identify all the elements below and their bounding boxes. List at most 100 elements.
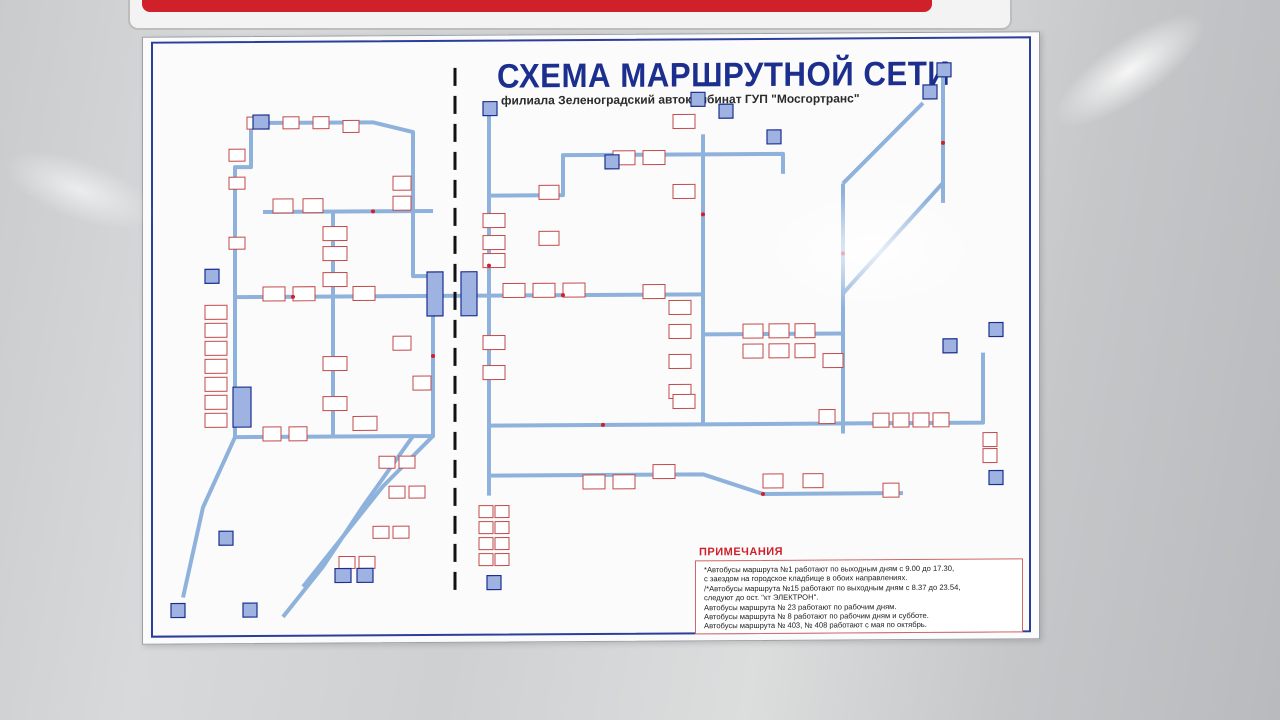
stop-box <box>412 375 432 391</box>
light-glare <box>0 134 166 246</box>
terminal-stop <box>242 602 258 618</box>
stop-box <box>358 555 376 569</box>
stop-box <box>932 412 950 428</box>
route-network-diagram <box>170 62 1004 619</box>
stop-box <box>982 448 998 464</box>
stop-box <box>372 525 390 539</box>
stop-box <box>494 504 510 519</box>
terminal-stop <box>690 91 706 107</box>
terminal-stop <box>936 62 952 78</box>
stop-box <box>482 365 506 381</box>
stop-box <box>282 116 300 130</box>
stop-box <box>312 116 330 130</box>
stop-box <box>204 394 228 410</box>
route-line-north-branch <box>703 151 785 174</box>
stop-box <box>768 323 790 339</box>
route-line-southwest-2 <box>281 434 415 619</box>
terminal-stop <box>988 469 1004 486</box>
stop-box <box>342 119 360 134</box>
stop-box <box>802 473 824 489</box>
direction-marker <box>601 422 605 427</box>
notes-box: *Автобусы маршрута №1 работают по выходн… <box>695 558 1023 635</box>
direction-marker <box>371 209 375 214</box>
stop-box <box>204 340 228 356</box>
terminal-stop <box>486 574 502 591</box>
stop-box <box>482 335 506 351</box>
route-line-southwest <box>301 275 435 588</box>
stop-box <box>272 198 294 214</box>
route-line-northeast-diagonal-2 <box>841 181 945 295</box>
route-line-north-east <box>489 152 703 198</box>
stop-box <box>482 213 506 229</box>
route-line-south-avenue <box>489 421 903 428</box>
terminal-stop <box>356 567 374 584</box>
direction-marker <box>841 251 845 256</box>
direction-marker <box>431 353 435 358</box>
stop-box <box>478 521 494 535</box>
note-line: с заездом на городское кладбище в обоих … <box>704 573 908 584</box>
red-sign-band <box>142 0 932 12</box>
direction-marker <box>291 294 295 299</box>
route-line-east-branch <box>903 352 985 426</box>
terminal-stop <box>988 321 1004 338</box>
stop-box <box>502 282 526 299</box>
stop-box <box>408 485 426 499</box>
stop-box <box>882 482 900 498</box>
terminal-stop <box>218 530 234 546</box>
stop-box <box>478 537 494 551</box>
stop-box <box>642 284 666 300</box>
stop-box <box>668 299 692 316</box>
terminal-stop <box>426 271 444 317</box>
stop-box <box>204 304 228 320</box>
terminal-stop <box>460 271 478 317</box>
stop-box <box>228 176 246 190</box>
direction-marker <box>487 263 491 268</box>
route-line-south-lower <box>489 472 903 496</box>
stop-box <box>538 184 560 200</box>
route-line-northeast-diagonal <box>841 101 925 185</box>
terminal-stop <box>766 129 782 145</box>
stop-box <box>762 473 784 489</box>
terminal-stop <box>232 386 252 428</box>
stop-box <box>612 474 636 490</box>
terminal-stop <box>604 154 620 170</box>
note-line: следуют до ост. "кт ЭЛЕКТРОН". <box>704 592 819 603</box>
stop-box <box>642 150 666 166</box>
stop-box <box>478 505 494 519</box>
stop-box <box>322 395 348 412</box>
stop-box <box>794 343 816 359</box>
stop-box <box>652 463 676 480</box>
stop-box <box>892 412 910 428</box>
top-red-sign <box>128 0 1012 30</box>
stop-box <box>494 536 510 551</box>
stop-box <box>872 412 890 428</box>
stop-box <box>204 358 228 374</box>
stop-box <box>672 393 696 410</box>
stop-box <box>482 235 506 251</box>
stop-box <box>532 282 556 298</box>
stop-box <box>818 409 836 425</box>
stop-box <box>494 552 510 567</box>
stop-box <box>262 426 282 442</box>
stop-box <box>292 286 316 302</box>
notes-heading: ПРИМЕЧАНИЯ <box>699 545 784 559</box>
stop-box <box>322 271 348 288</box>
terminal-stop <box>942 338 958 354</box>
direction-marker <box>941 140 945 145</box>
stop-box <box>392 335 412 351</box>
stop-box <box>912 412 930 428</box>
stop-box <box>204 376 228 392</box>
terminal-stop <box>718 103 734 119</box>
stop-box <box>262 286 286 302</box>
stop-box <box>392 195 412 211</box>
terminal-stop <box>170 602 186 619</box>
stop-box <box>582 474 606 490</box>
stop-box <box>392 175 412 191</box>
stop-box <box>538 230 560 246</box>
stop-box <box>478 553 494 567</box>
route-map-panel: СХЕМА МАРШРУТНОЙ СЕТИ филиала Зеленоград… <box>142 31 1040 645</box>
stop-box <box>338 555 356 570</box>
terminal-stop <box>204 268 220 284</box>
note-line: /*Автобусы маршрута №15 работают по выхо… <box>704 582 961 594</box>
light-glare <box>1039 0 1221 147</box>
